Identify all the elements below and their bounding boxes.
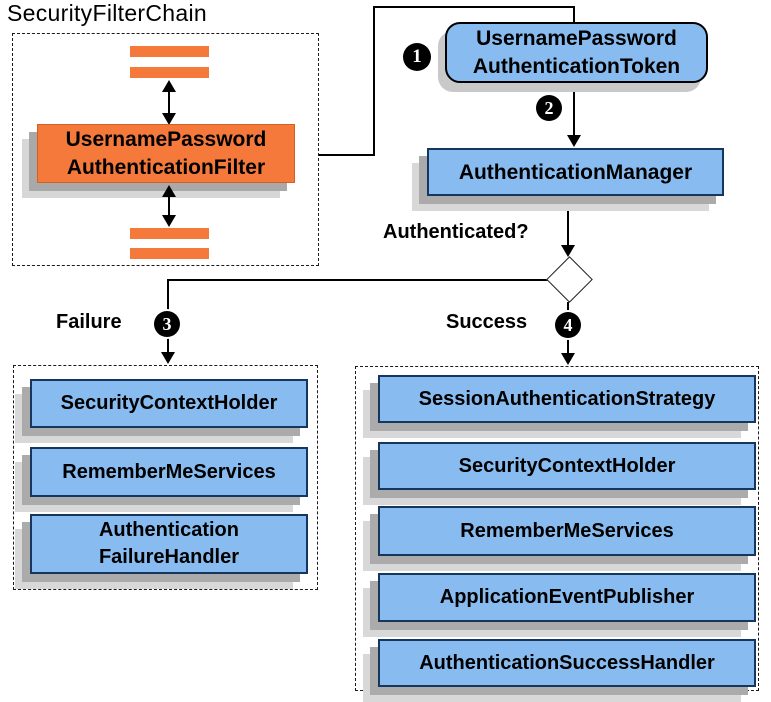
authenticated-question-label: Authenticated? <box>383 221 529 243</box>
decision-diamond-icon <box>546 256 593 303</box>
authentication-manager-box: AuthenticationManager <box>427 148 724 196</box>
application-event-publisher-box: ApplicationEventPublisher <box>378 573 756 622</box>
authentication-failure-handler-box: Authentication FailureHandler <box>30 514 308 574</box>
arrow-up-icon <box>162 80 176 92</box>
arrow-up-icon <box>162 185 176 197</box>
security-context-holder-box: SecurityContextHolder <box>30 379 308 428</box>
failure-branch-label: Failure <box>56 311 122 333</box>
failure-handlers-panel: SecurityContextHolder RememberMeServices… <box>13 365 318 590</box>
step-3-badge: 3 <box>154 311 180 337</box>
connector-line <box>567 196 569 246</box>
success-handlers-panel: SessionAuthenticationStrategy SecurityCo… <box>355 366 759 691</box>
username-password-authentication-token-box: UsernamePassword AuthenticationToken <box>445 22 708 83</box>
arrow-stem <box>167 89 171 116</box>
security-filter-chain-title: SecurityFilterChain <box>7 0 207 26</box>
success-branch-label: Success <box>446 311 528 333</box>
arrow-stem <box>167 194 171 218</box>
filter-bar <box>129 66 210 79</box>
connector-line <box>319 154 374 156</box>
step-4-badge: 4 <box>555 312 581 338</box>
arrow-down-icon <box>561 353 575 365</box>
authentication-success-handler-box: AuthenticationSuccessHandler <box>378 639 756 687</box>
security-filter-chain-panel: UsernamePassword AuthenticationFilter <box>12 33 319 266</box>
double-arrow-icon <box>161 80 177 125</box>
connector-line <box>573 6 575 23</box>
filter-bar <box>129 247 210 260</box>
connector-line <box>373 6 375 156</box>
connector-line <box>167 279 548 281</box>
step-1-badge: 1 <box>403 43 431 71</box>
arrow-down-icon <box>161 352 175 364</box>
arrow-down-icon <box>567 135 581 147</box>
security-context-holder-box: SecurityContextHolder <box>378 442 756 490</box>
session-authentication-strategy-box: SessionAuthenticationStrategy <box>378 375 756 423</box>
double-arrow-icon <box>161 185 177 227</box>
remember-me-services-box: RememberMeServices <box>378 506 756 556</box>
connector-line <box>573 83 575 138</box>
arrow-down-icon <box>162 215 176 227</box>
filter-bar <box>129 227 210 240</box>
filter-bar <box>129 45 210 58</box>
connector-line <box>373 6 575 8</box>
arrow-down-icon <box>162 113 176 125</box>
arrow-down-icon <box>561 245 575 257</box>
username-password-authentication-filter-box: UsernamePassword AuthenticationFilter <box>37 124 295 183</box>
remember-me-services-box: RememberMeServices <box>30 447 308 497</box>
step-2-badge: 2 <box>536 95 562 121</box>
